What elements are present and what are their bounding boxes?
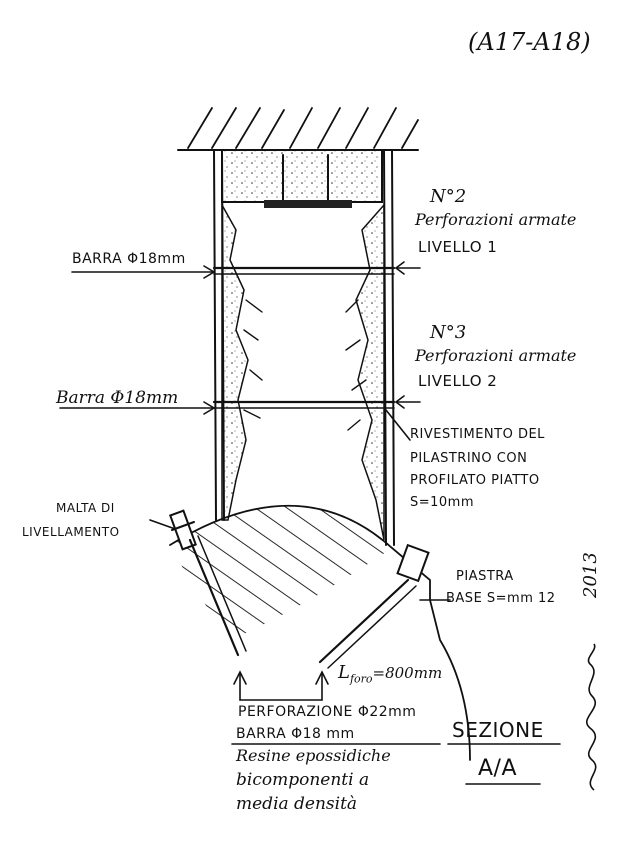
pillar-walls — [213, 149, 395, 546]
author-signature — [586, 643, 597, 791]
foundation-mound — [169, 504, 471, 761]
label-perf-livello1-level: LIVELLO 1 — [418, 238, 498, 256]
label-piastra-2: BASE S=mm 12 — [446, 591, 556, 606]
label-barra-bottom: BARRA Φ18 mm — [236, 726, 355, 742]
section-title: SEZIONE — [452, 718, 544, 742]
label-perf-livello1-num: N°2 — [430, 186, 467, 207]
leader-arrows — [59, 261, 451, 601]
base-anchors — [168, 509, 430, 669]
label-piastra-1: PIASTRA — [456, 569, 514, 584]
label-resine: Resine epossidiche — [236, 746, 391, 765]
label-barra-mid: Barra Φ18mm — [56, 388, 179, 408]
label-bicomponenti: bicomponenti a — [236, 770, 370, 790]
dimension-arrows — [233, 670, 329, 701]
author-signature-year: 2013 — [580, 552, 601, 598]
reinforcing-bars — [212, 266, 396, 409]
label-l-foro-value: =800mm — [372, 664, 443, 682]
label-barra-top: BARRA Φ18mm — [72, 251, 186, 267]
ceiling-slab — [177, 107, 419, 151]
label-l-foro-sub: foro — [349, 672, 373, 686]
label-perf-livello1-text: Perforazioni armate — [415, 210, 577, 229]
label-rivestimento-3: PROFILATO PIATTO — [410, 473, 540, 488]
label-malta-1: MALTA DI — [56, 501, 115, 515]
label-perf-livello2-text: Perforazioni armate — [415, 346, 577, 365]
section-underlines — [231, 743, 561, 785]
label-rivestimento-4: S=10mm — [410, 495, 475, 510]
label-l-foro: Lforo=800mm — [338, 664, 442, 685]
label-perf-livello2-num: N°3 — [430, 322, 467, 343]
label-rivestimento-1: RIVESTIMENTO DEL — [410, 427, 545, 442]
label-malta-2: LIVELLAMENTO — [22, 525, 120, 539]
label-media-densita: media densità — [236, 794, 358, 814]
label-perforazione: PERFORAZIONE Φ22mm — [238, 704, 417, 720]
label-perf-livello2-level: LIVELLO 2 — [418, 372, 498, 390]
section-subtitle: A/A — [478, 756, 518, 781]
label-l-foro-symbol: L — [338, 662, 350, 683]
label-rivestimento-2: PILASTRINO CON — [410, 451, 528, 466]
pillar-cap — [221, 149, 383, 208]
sheet-reference: (A17-A18) — [468, 28, 591, 56]
